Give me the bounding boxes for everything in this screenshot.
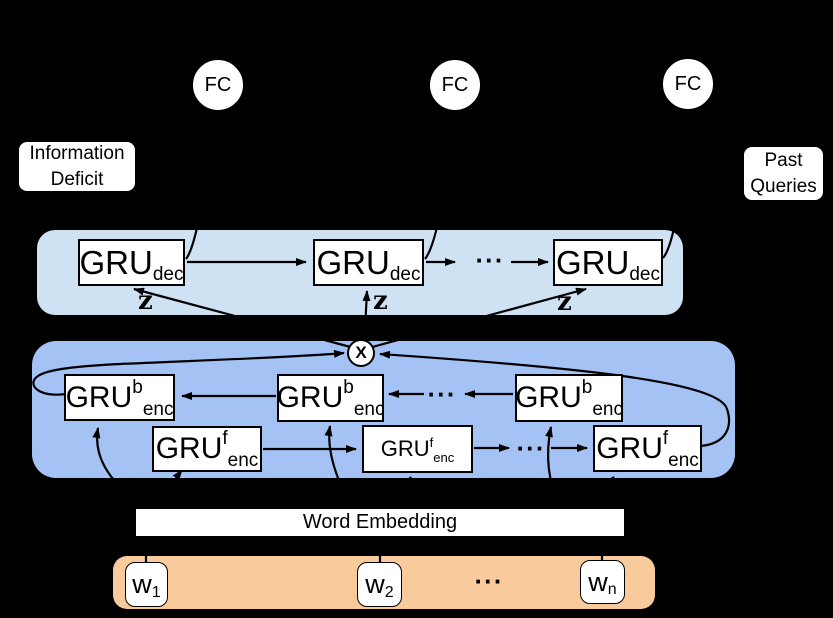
gru-benc-3-main: GRU <box>515 381 582 414</box>
arrow-fenc3-loop-to-mult <box>379 350 731 448</box>
past-queries-box: Past Queries <box>742 145 825 202</box>
decoder-ellipsis: ··· <box>475 245 505 275</box>
gru-fenc-1-main: GRU <box>155 432 223 465</box>
word-2-main: w <box>365 569 385 599</box>
gru-benc-3-sup: b <box>581 377 593 398</box>
information-deficit-label: Information Deficit <box>29 142 125 190</box>
fc-node-2-label: FC <box>441 73 469 96</box>
word-n-main: w <box>588 566 608 597</box>
arrow-embed-to-fenc2 <box>387 476 412 506</box>
gru-dec-3-main: GRU <box>556 243 630 281</box>
arrow-z-to-dec3 <box>364 287 587 351</box>
arrow-embed-to-fenc1 <box>168 469 183 506</box>
gru-fenc-2-sup: f <box>429 434 434 450</box>
arrow-embed-to-benc1 <box>92 427 137 506</box>
gru-fenc-3-main: GRU <box>596 431 663 465</box>
gru-dec-2-main: GRU <box>316 243 390 281</box>
word-n-sub: n <box>607 581 617 598</box>
gru-benc-1-main: GRU <box>65 380 133 414</box>
z-label-1: z <box>138 286 153 316</box>
fc-node-1: FC <box>191 58 245 112</box>
backward-encoder-ellipsis: ··· <box>427 379 457 409</box>
gru-fenc-2-sub: enc <box>433 449 455 465</box>
arrow-embed-to-fenc3 <box>582 476 615 506</box>
past-queries-label: Past Queries <box>750 149 817 197</box>
gru-benc-2-sup: b <box>343 377 354 398</box>
multiply-node: X <box>347 339 375 367</box>
arrow-embed-to-benc3 <box>545 426 561 508</box>
gru-fenc-3-sup: f <box>662 427 669 449</box>
gru-dec-1-sub: dec <box>152 263 184 285</box>
gru-benc-2-sub: enc <box>353 399 385 420</box>
gru-benc-3-sub: enc <box>592 399 623 420</box>
fc-node-3-label: FC <box>674 72 702 95</box>
word-input-ellipsis: ··· <box>474 566 504 596</box>
word-embedding-label: Word Embedding <box>302 511 458 533</box>
fc-node-1-label: FC <box>204 73 232 96</box>
arrow-dec2-to-fc2 <box>424 113 457 260</box>
z-label-2: z <box>373 286 388 316</box>
forward-encoder-ellipsis: ··· <box>516 433 546 463</box>
fc-node-2: FC <box>428 58 482 112</box>
word-2-sub: 2 <box>384 583 394 601</box>
gru-fenc-2-main: GRU <box>380 436 430 461</box>
gru-dec-3-sub: dec <box>629 263 660 285</box>
word-1-sub: 1 <box>151 583 161 601</box>
gru-benc-2-main: GRU <box>276 381 344 414</box>
z-label-3: z <box>557 287 572 317</box>
information-deficit-box: Information Deficit <box>17 140 137 193</box>
word-1-main: w <box>132 569 152 599</box>
gru-fenc-3-sub: enc <box>668 449 699 471</box>
multiply-node-label: X <box>355 343 367 362</box>
fc-node-3: FC <box>661 57 715 111</box>
gru-benc-1-sub: enc <box>142 398 174 420</box>
gru-fenc-1-sup: f <box>222 428 228 449</box>
gru-fenc-1-sub: enc <box>227 450 259 471</box>
gru-benc-1-sup: b <box>132 376 143 398</box>
gru-dec-1-main: GRU <box>79 243 153 281</box>
arrow-dec3-to-fc3 <box>662 112 691 259</box>
arrow-z-to-dec1 <box>133 287 359 351</box>
arrow-dec1-to-fc1 <box>185 113 220 260</box>
arrow-embed-to-benc2 <box>324 425 352 508</box>
word-embedding-box: Word Embedding <box>135 508 625 537</box>
gru-dec-2-sub: dec <box>389 263 421 285</box>
arrow-benc1-loop-to-mult <box>32 349 345 396</box>
